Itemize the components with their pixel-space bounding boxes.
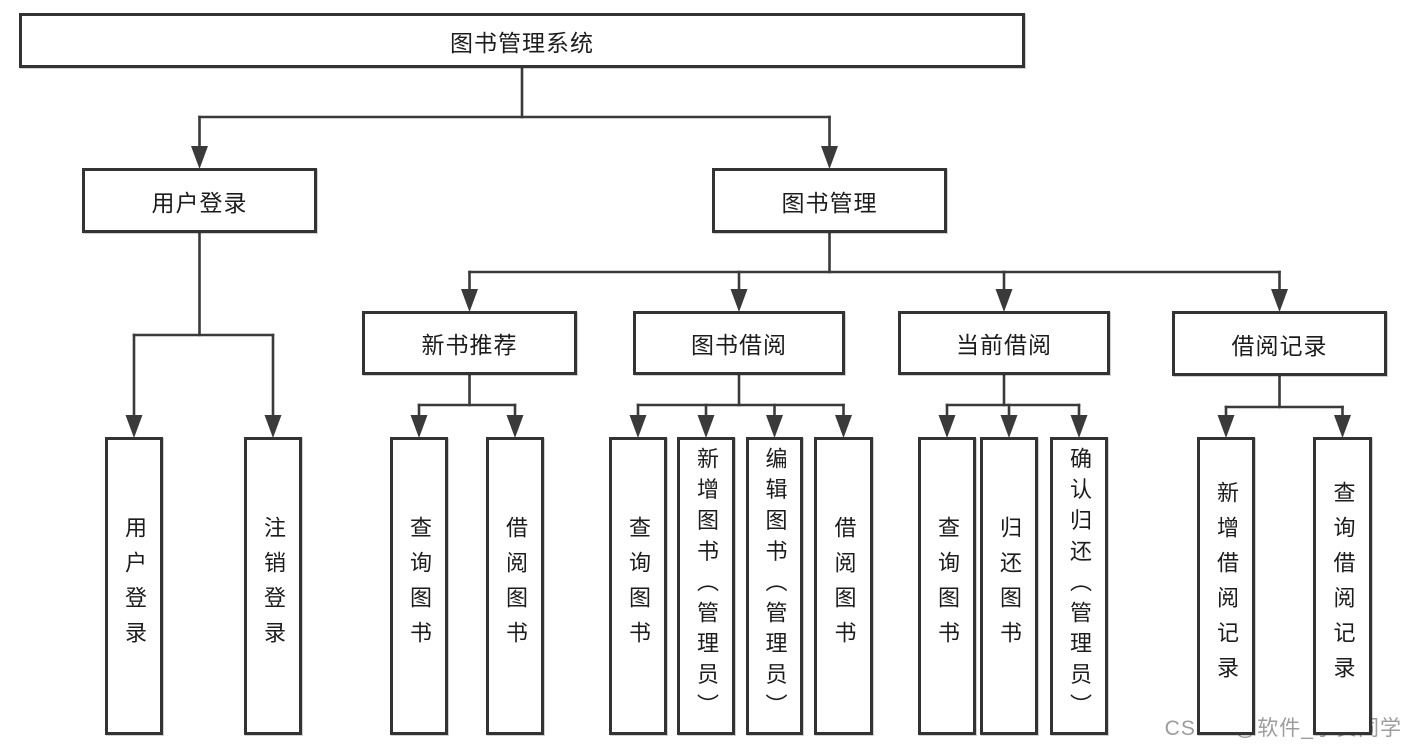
node-current-borrow: 当前借阅 [898, 311, 1110, 375]
node-label: 借阅图书 [503, 516, 528, 656]
arrowhead-icon [629, 415, 647, 438]
node-leaf-bb-add: 新增图书（管理员） [677, 437, 735, 735]
arrowhead-icon [410, 415, 428, 438]
node-label: 借阅记录 [1231, 332, 1328, 359]
node-new-books: 新书推荐 [362, 311, 577, 375]
arrowhead-icon [461, 289, 478, 312]
node-book-borrow: 图书借阅 [633, 311, 845, 375]
node-book-mgmt: 图书管理 [712, 168, 947, 233]
node-leaf-br-query: 查询借阅记录 [1313, 437, 1372, 735]
node-label: 图书借阅 [691, 332, 787, 358]
arrowhead-icon [125, 415, 143, 438]
node-leaf-cb-query: 查询图书 [918, 437, 976, 735]
node-label: 新增图书（管理员） [694, 447, 719, 725]
arrowhead-icon [264, 415, 282, 438]
node-leaf-br-add: 新增借阅记录 [1197, 437, 1255, 735]
node-leaf-nb-query: 查询图书 [390, 437, 448, 735]
node-label: 借阅图书 [831, 516, 857, 656]
node-label: 用户登录 [122, 516, 147, 656]
arrowhead-icon [821, 146, 838, 169]
node-leaf-bb-borrow: 借阅图书 [814, 437, 873, 735]
arrowhead-icon [1070, 415, 1088, 438]
node-label: 注销登录 [261, 516, 286, 656]
node-leaf-user-login: 用户登录 [105, 437, 163, 735]
node-label: 确认归还（管理员） [1067, 447, 1092, 725]
node-root: 图书管理系统 [19, 13, 1025, 68]
node-leaf-cb-return: 归还图书 [980, 437, 1038, 735]
arrowhead-icon [835, 415, 852, 438]
node-label: 图书管理系统 [450, 29, 594, 56]
node-label: 查询图书 [407, 516, 432, 656]
arrowhead-icon [191, 146, 208, 169]
node-leaf-nb-borrow: 借阅图书 [486, 437, 544, 735]
node-leaf-bb-query: 查询图书 [609, 437, 667, 735]
arrowhead-icon [938, 415, 956, 438]
node-leaf-bb-edit: 编辑图书（管理员） [746, 437, 803, 735]
node-label: 图书管理 [781, 189, 878, 216]
node-label: 用户登录 [151, 189, 248, 216]
node-label: 查询借阅记录 [1330, 481, 1356, 691]
arrowhead-icon [506, 415, 524, 438]
arrowhead-icon [995, 289, 1013, 312]
node-label: 查询图书 [626, 516, 651, 656]
node-label: 新增借阅记录 [1214, 481, 1239, 691]
arrowhead-icon [697, 415, 715, 438]
arrowhead-icon [766, 415, 783, 438]
node-label: 查询图书 [935, 516, 960, 656]
node-borrow-records: 借阅记录 [1172, 311, 1387, 376]
node-label: 归还图书 [997, 516, 1022, 656]
arrowhead-icon [1334, 415, 1351, 438]
node-leaf-cb-confirm: 确认归还（管理员） [1050, 437, 1108, 735]
node-label: 编辑图书（管理员） [762, 447, 788, 725]
node-user-login: 用户登录 [82, 168, 317, 233]
node-label: 新书推荐 [421, 332, 518, 358]
arrowhead-icon [1000, 415, 1018, 438]
arrowhead-icon [730, 289, 748, 312]
arrowhead-icon [1217, 415, 1235, 438]
node-label: 当前借阅 [956, 332, 1052, 358]
node-leaf-logout: 注销登录 [244, 437, 302, 735]
arrowhead-icon [1271, 289, 1288, 312]
